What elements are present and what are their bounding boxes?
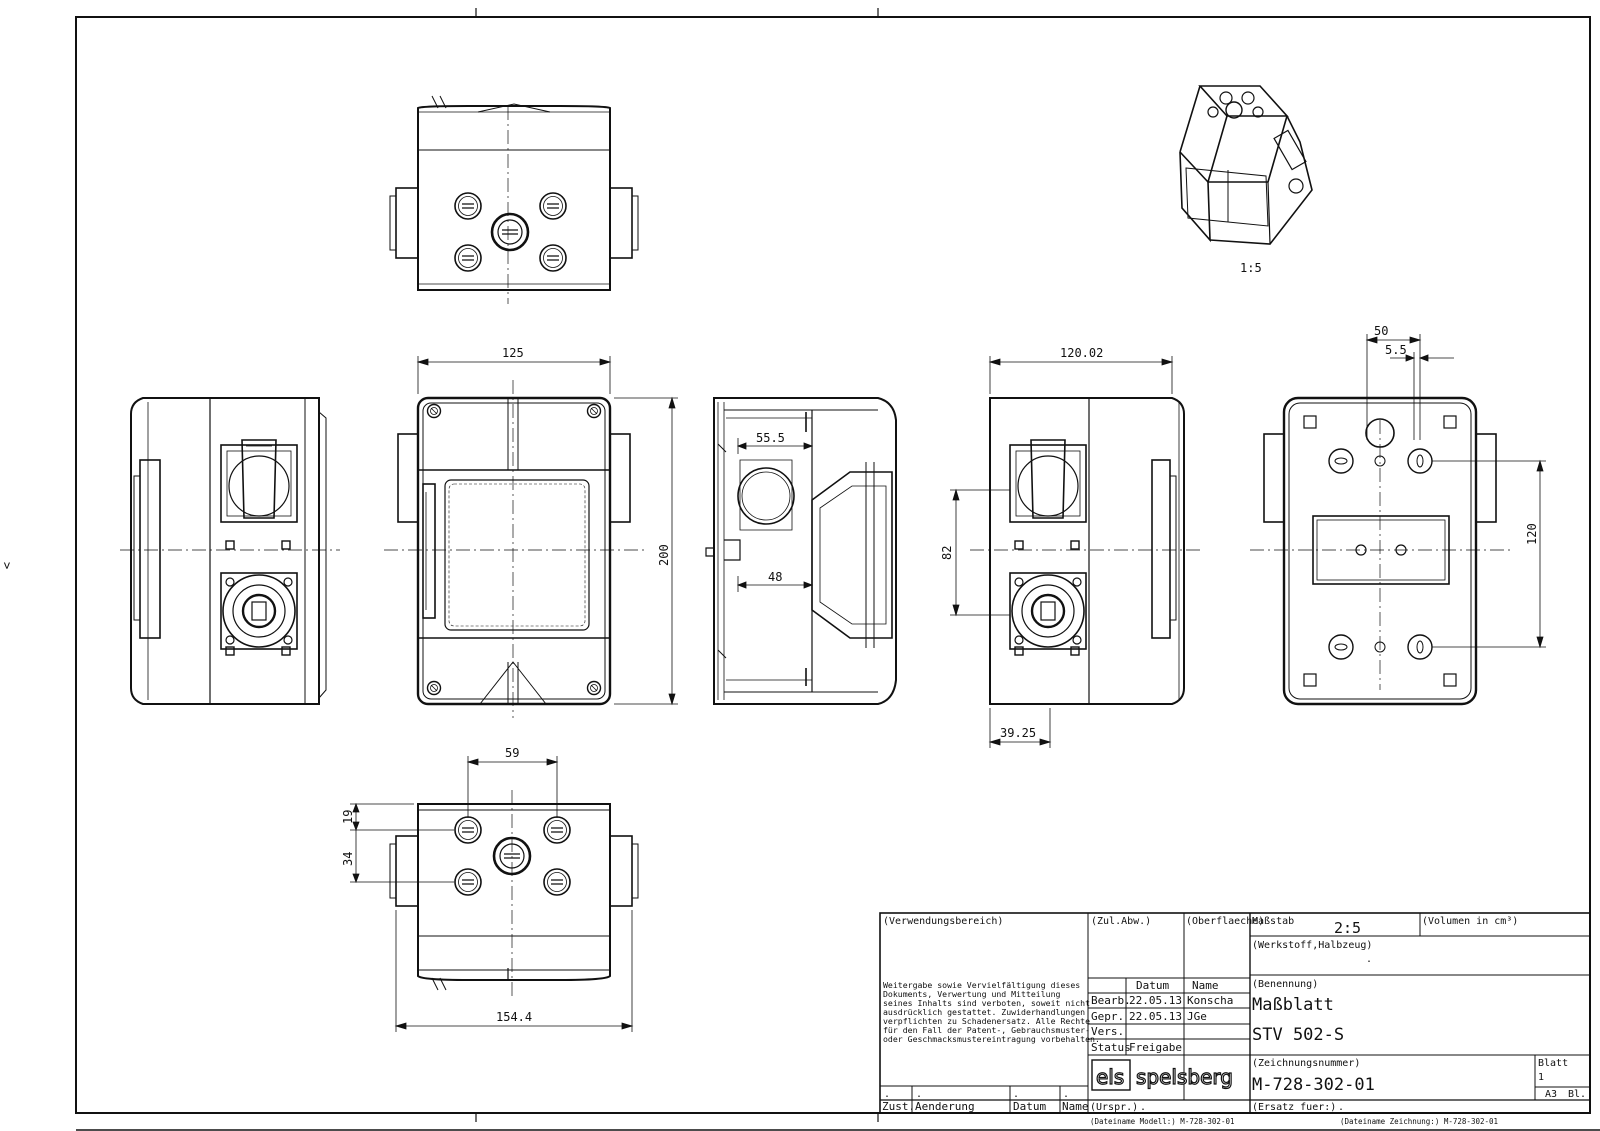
dim-side-offset — [988, 708, 1052, 748]
tb-file-drawing: (Dateiname Zeichnung:) M-728-302-01 — [1340, 1117, 1498, 1126]
dim-rear-height — [1432, 459, 1546, 649]
tb-massstab-value: 2:5 — [1334, 919, 1361, 937]
tb-revision-dot: . — [1013, 1089, 1019, 1100]
tb-verwendungsbereich: (Verwendungsbereich) — [883, 916, 1003, 927]
company-logo-name: spelsberg — [1136, 1065, 1233, 1089]
dim-side-width-label: 120.02 — [1060, 346, 1103, 360]
tb-ersatz-value: . — [1338, 1102, 1344, 1113]
tb-format: A3 — [1545, 1089, 1557, 1100]
tb-oberflaeche: (Oberflaeche) — [1186, 916, 1264, 927]
tb-notice-line: Dokuments, Verwertung und Mitteilung — [883, 989, 1061, 999]
dim-front-height-label: 200 — [657, 544, 671, 566]
dim-bottom-spacing-label: 59 — [505, 746, 519, 760]
side-mark: > — [0, 562, 14, 569]
tb-notice-line: Weitergabe sowie Vervielfältigung dieses — [883, 980, 1080, 990]
dim-bottom-width — [394, 910, 634, 1032]
dim-interior-depth — [736, 576, 814, 592]
dim-interior-opening-label: 55.5 — [756, 431, 785, 445]
tb-row-name: JGe — [1187, 1010, 1207, 1023]
tb-row-label: Bearb. — [1091, 994, 1131, 1007]
dim-front-width — [416, 356, 612, 394]
tb-notice-line: verpflichten zu Schadenersatz. Alle Rech… — [883, 1016, 1090, 1026]
company-logo-prefix: els — [1096, 1065, 1124, 1089]
tb-row-date: 22.05.13 — [1129, 994, 1182, 1007]
tb-benennung-line2: STV 502-S — [1252, 1025, 1344, 1045]
title-block-lines — [879, 912, 1591, 1114]
tb-notice-line: seines Inhalts sind verboten, soweit nic… — [883, 998, 1090, 1008]
tb-status-value: Freigabe — [1129, 1041, 1182, 1054]
rear-view — [1250, 396, 1510, 706]
dim-side-offset-label: 39.25 — [1000, 726, 1036, 740]
company-logo: els spelsberg — [1091, 1059, 1234, 1091]
left-side-view — [120, 397, 340, 705]
tb-notice-line: ausdrücklich gestattet. Zuwiderhandlunge… — [883, 1007, 1085, 1017]
dim-front-height — [614, 396, 678, 706]
tb-blatt-value: 1 — [1538, 1072, 1544, 1083]
dim-rear-spacing-label: 50 — [1374, 324, 1388, 338]
tb-status-label: Status — [1091, 1041, 1131, 1054]
top-view — [389, 95, 639, 304]
iso-view — [1179, 85, 1313, 245]
tb-row-name: Konscha — [1187, 994, 1233, 1007]
dim-side-height-label: 82 — [940, 546, 954, 560]
tb-notice-line: für den Fall der Patent-, Gebrauchsmuste… — [883, 1025, 1090, 1035]
bottom-view — [389, 790, 639, 1000]
tb-benennung-line1: Maßblatt — [1252, 995, 1334, 1015]
front-view — [384, 380, 646, 718]
tb-row-date: 22.05.13 — [1129, 1010, 1182, 1023]
dim-interior-opening — [736, 438, 814, 454]
tb-rev-aenderung: Aenderung — [915, 1100, 975, 1113]
dim-rear-offset-label: 5.5 — [1385, 343, 1407, 357]
tb-ursprung: (Urspr.) — [1090, 1102, 1138, 1113]
tb-werkstoff: (Werkstoff,Halbzeug) — [1252, 940, 1372, 951]
sheet-frame — [75, 8, 1600, 1131]
tb-revision-dot: . — [884, 1089, 890, 1100]
tb-bl: Bl. — [1568, 1089, 1586, 1100]
tb-benennung-label: (Benennung) — [1252, 979, 1318, 990]
dim-bottom-v2-label: 34 — [341, 852, 355, 866]
tb-ersatz-fuer: (Ersatz fuer:) — [1252, 1102, 1336, 1113]
tb-massstab-label: Maßstab — [1252, 916, 1294, 927]
tb-zul-abw: (Zul.Abw.) — [1091, 916, 1151, 927]
tb-file-model: (Dateiname Modell:) M-728-302-01 — [1090, 1117, 1235, 1126]
dim-front-width-label: 125 — [502, 346, 524, 360]
dim-rear-height-label: 120 — [1525, 523, 1539, 545]
iso-scale-label: 1:5 — [1240, 261, 1262, 275]
tb-blatt-label: Blatt — [1538, 1058, 1568, 1069]
dim-rear-spacing — [1365, 334, 1422, 440]
tb-zeichnungsnummer: M-728-302-01 — [1252, 1075, 1375, 1095]
dim-bottom-vertical — [350, 802, 454, 884]
tb-notice-line: oder Geschmacksmustereintragung vorbehal… — [883, 1034, 1100, 1044]
tb-rev-datum: Datum — [1013, 1100, 1046, 1113]
tb-header-name: Name — [1192, 979, 1219, 992]
section-view — [705, 397, 897, 705]
dim-rear-offset — [1390, 352, 1454, 440]
dim-side-height — [950, 488, 1010, 617]
tb-ursprung-value: . — [1140, 1102, 1146, 1113]
dim-bottom-spacing — [466, 756, 559, 818]
dim-bottom-width-label: 154.4 — [496, 1010, 532, 1024]
tb-werkstoff-value: . — [1366, 954, 1372, 965]
dim-side-width — [988, 356, 1174, 394]
tb-rev-name: Name — [1062, 1100, 1089, 1113]
tb-rev-zust: Zust. — [882, 1100, 915, 1113]
dim-interior-depth-label: 48 — [768, 570, 782, 584]
dim-bottom-v1-label: 19 — [341, 810, 355, 824]
tb-revision-dot: . — [1063, 1089, 1069, 1100]
tb-revision-dot: . — [916, 1089, 922, 1100]
tb-header-datum: Datum — [1136, 979, 1169, 992]
tb-row-label: Gepr. — [1091, 1010, 1124, 1023]
tb-zeichnungsnummer-label: (Zeichnungsnummer) — [1252, 1058, 1360, 1069]
tb-row-label: Vers. — [1091, 1025, 1124, 1038]
tb-volumen: (Volumen in cm³) — [1422, 916, 1518, 927]
right-side-view — [970, 397, 1200, 705]
